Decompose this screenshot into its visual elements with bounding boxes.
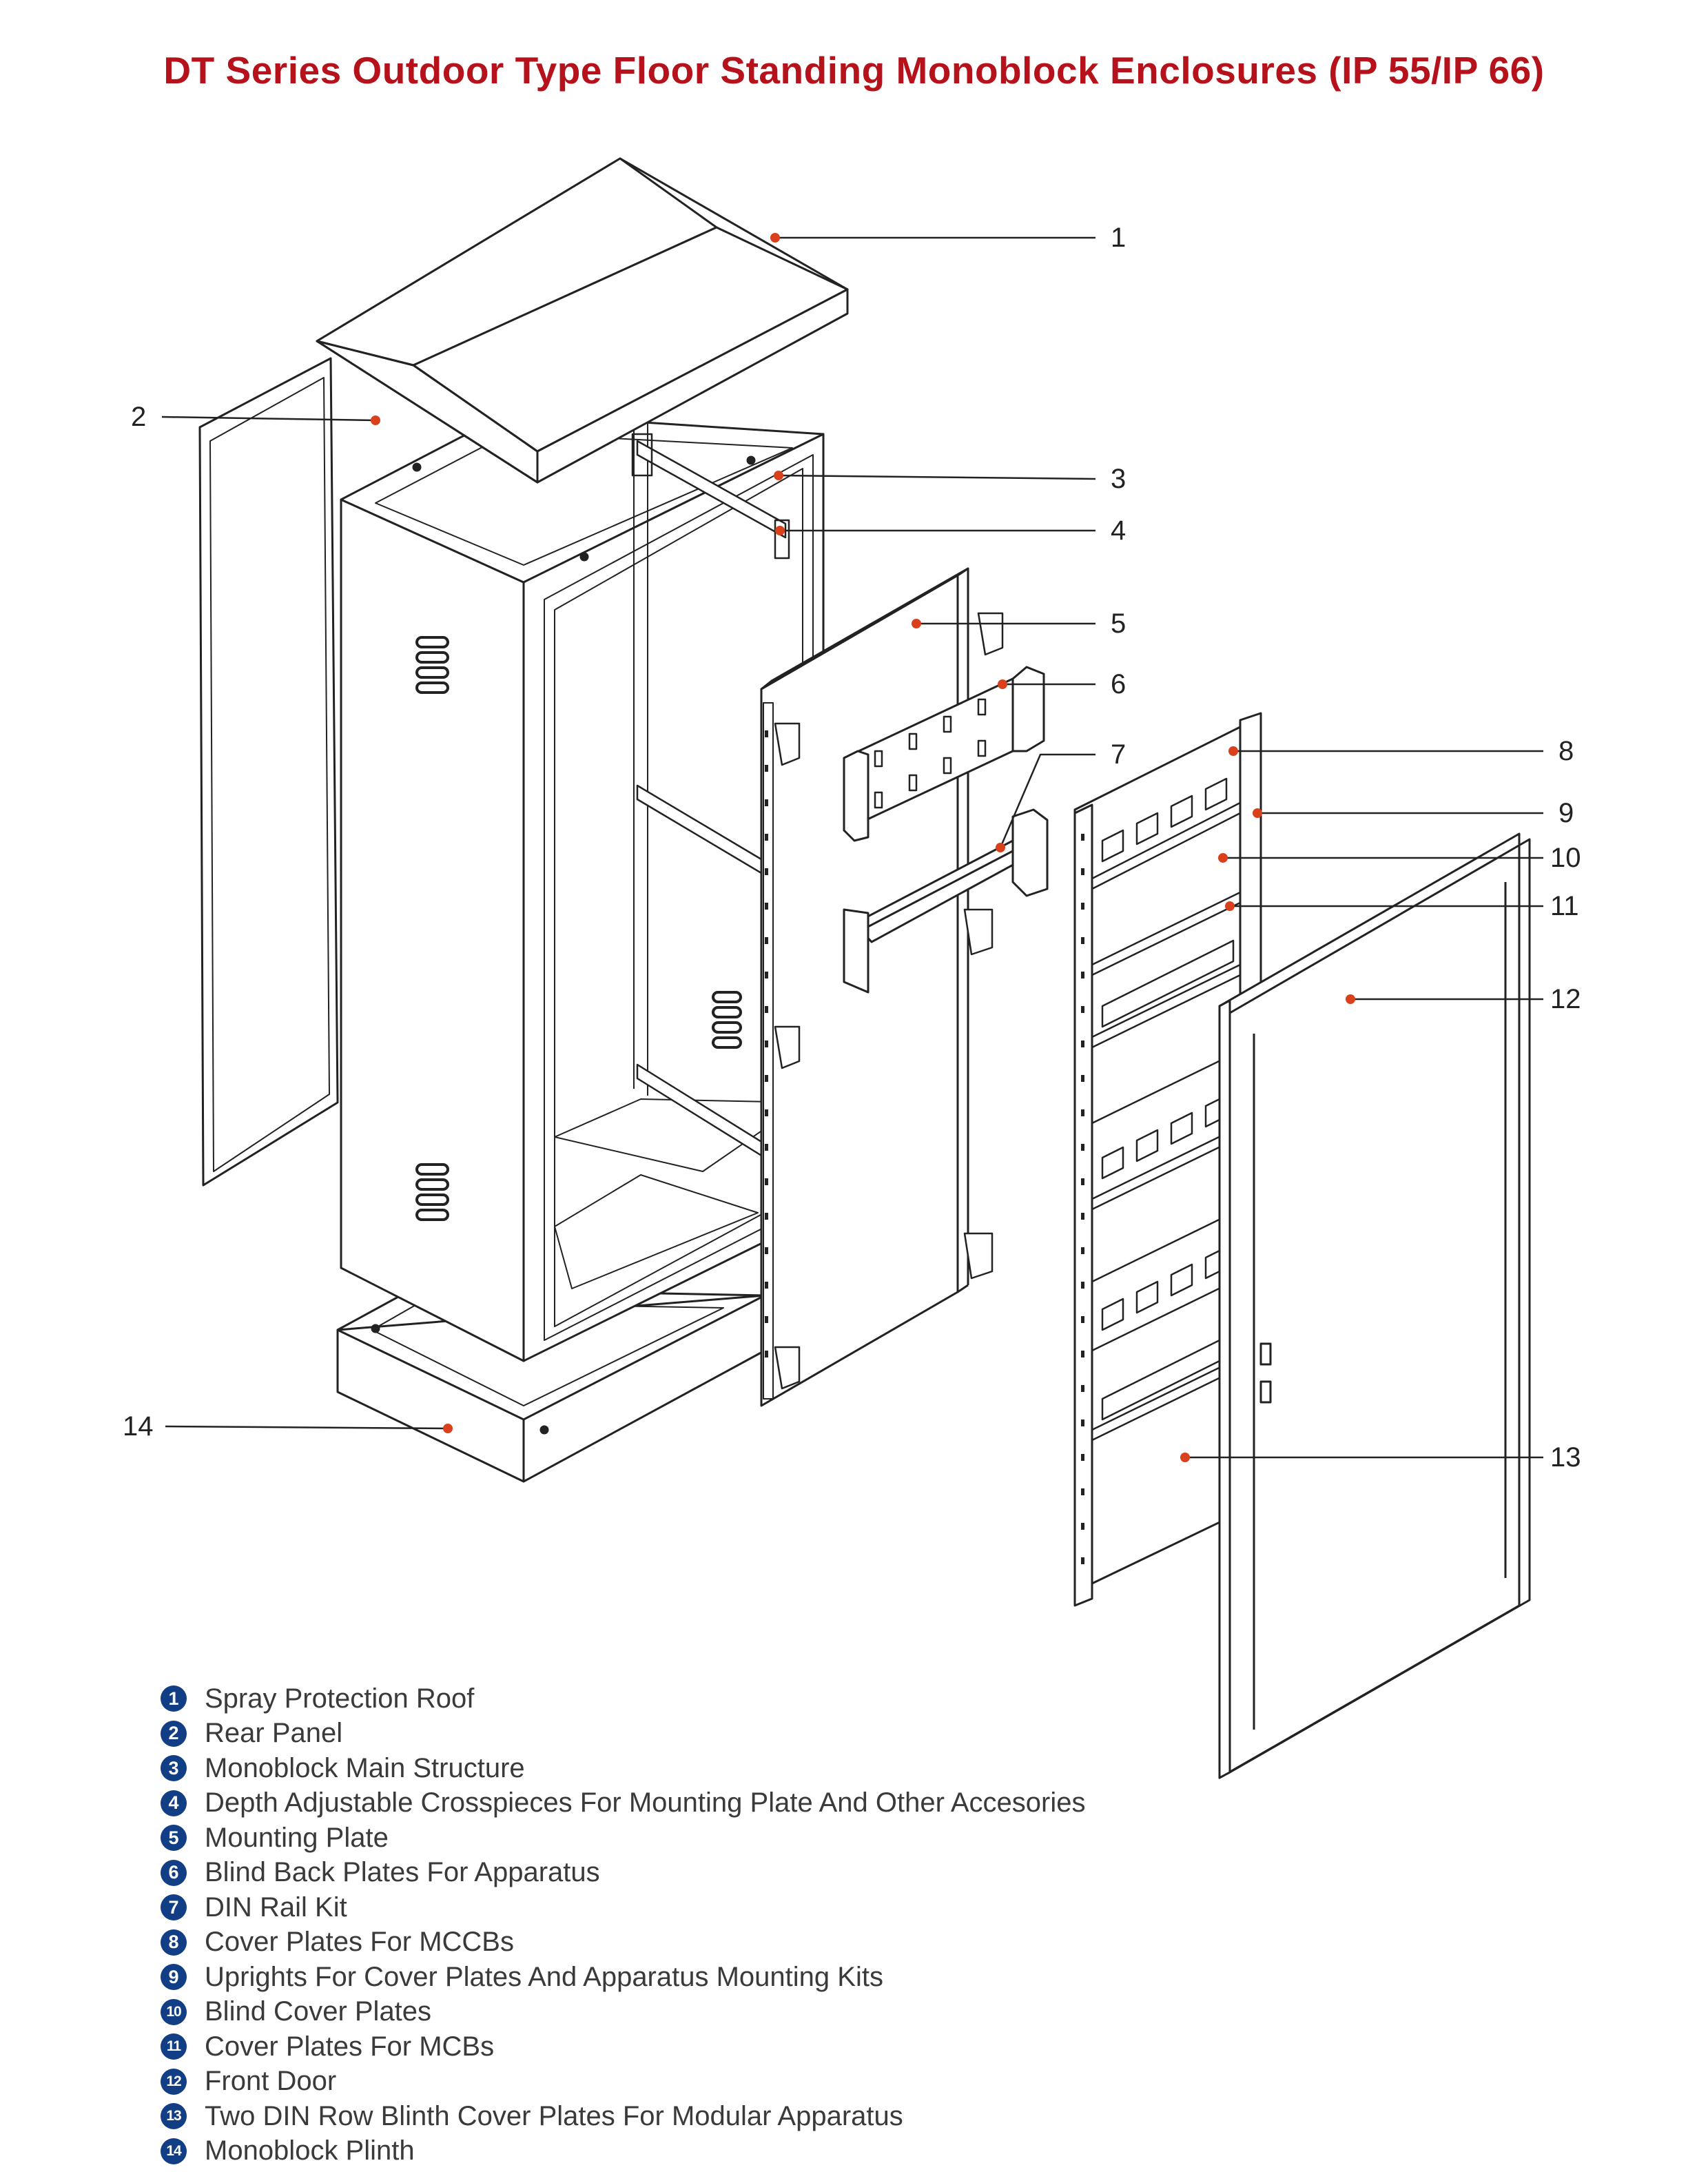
blind-back-plates: [843, 666, 1045, 842]
callout-9: 9: [1558, 798, 1574, 828]
legend-text: Mounting Plate: [205, 1822, 389, 1853]
legend-item: 5 Mounting Plate: [161, 1821, 1085, 1856]
side-vent-upper: [415, 636, 449, 694]
legend-item: 6 Blind Back Plates For Apparatus: [161, 1856, 1085, 1891]
rear-panel: [198, 357, 339, 1187]
legend-number-badge: 2: [161, 1720, 187, 1747]
legend-item: 10 Blind Cover Plates: [161, 1995, 1085, 2030]
legend-item: 8 Cover Plates For MCCBs: [161, 1925, 1085, 1960]
callout-4: 4: [1111, 515, 1126, 546]
legend-item: 4 Depth Adjustable Crosspieces For Mounti…: [161, 1786, 1085, 1821]
legend-number-badge: 11: [161, 2033, 187, 2060]
rear-vent: [712, 991, 742, 1049]
side-vent-lower: [415, 1163, 449, 1221]
callout-13: 13: [1550, 1442, 1581, 1473]
legend-number-badge: 10: [161, 1998, 187, 2025]
legend-number-badge: 7: [161, 1894, 187, 1921]
mounting-plate-brackets: [774, 612, 1004, 1390]
front-door: [1218, 832, 1531, 1779]
legend-number-badge: 4: [161, 1790, 187, 1816]
legend-number-badge: 3: [161, 1755, 187, 1782]
callout-12: 12: [1550, 984, 1581, 1014]
legend-text: DIN Rail Kit: [205, 1892, 347, 1923]
legend-text: Two DIN Row Blinth Cover Plates For Modu…: [205, 2100, 903, 2131]
legend-text: Blind Cover Plates: [205, 1996, 432, 2027]
legend-number-badge: 6: [161, 1859, 187, 1886]
legend-text: Rear Panel: [205, 1718, 343, 1749]
legend-number-badge: 13: [161, 2103, 187, 2130]
legend-text: Front Door: [205, 2066, 337, 2097]
callout-8: 8: [1558, 736, 1574, 766]
legend-text: Spray Protection Roof: [205, 1683, 475, 1714]
spray-protection-roof: [316, 157, 849, 484]
legend-number-badge: 9: [161, 1964, 187, 1991]
legend-item: 2 Rear Panel: [161, 1716, 1085, 1752]
callout-1: 1: [1111, 223, 1126, 253]
legend-item: 13 Two DIN Row Blinth Cover Plates For Mo…: [161, 2099, 1085, 2134]
legend-item: 9 Uprights For Cover Plates And Apparatus…: [161, 1960, 1085, 1995]
legend-text: Depth Adjustable Crosspieces For Mountin…: [205, 1787, 1086, 1818]
din-rail-kit: [843, 808, 1049, 994]
legend-text: Monoblock Main Structure: [205, 1752, 525, 1783]
legend-number-badge: 12: [161, 2068, 187, 2095]
monoblock-main-structure: [340, 412, 825, 1362]
callout-lines: [161, 236, 1543, 1459]
uprights-and-cover-plates: [765, 712, 1262, 1607]
callout-dots: [371, 233, 1355, 1462]
callout-6: 6: [1111, 669, 1126, 699]
legend-text: Monoblock Plinth: [205, 2135, 415, 2166]
callout-2: 2: [131, 402, 147, 432]
legend-number-badge: 14: [161, 2138, 187, 2164]
legend-item: 7 DIN Rail Kit: [161, 1890, 1085, 1925]
upright-holes: [765, 730, 1084, 1564]
legend-item: 14 Monoblock Plinth: [161, 2134, 1085, 2169]
legend-number-badge: 1: [161, 1685, 187, 1712]
legend-item: 11 Cover Plates For MCBs: [161, 2029, 1085, 2064]
legend-text: Uprights For Cover Plates And Apparatus …: [205, 1961, 883, 1992]
callout-7: 7: [1111, 739, 1126, 770]
legend-text: Cover Plates For MCBs: [205, 2031, 495, 2062]
page-title: DT Series Outdoor Type Floor Standing Mo…: [163, 49, 1545, 92]
legend-item: 1 Spray Protection Roof: [161, 1681, 1085, 1716]
legend-number-badge: 8: [161, 1929, 187, 1956]
mounting-plate: [760, 567, 1004, 1407]
legend-number-badge: 5: [161, 1825, 187, 1852]
callout-11: 11: [1550, 891, 1579, 921]
callout-5: 5: [1111, 608, 1126, 639]
legend-text: Blind Back Plates For Apparatus: [205, 1857, 600, 1888]
callout-3: 3: [1111, 464, 1126, 494]
callout-10: 10: [1550, 843, 1581, 873]
callout-14: 14: [123, 1411, 154, 1442]
legend-text: Cover Plates For MCCBs: [205, 1927, 514, 1958]
legend-item: 3 Monoblock Main Structure: [161, 1751, 1085, 1786]
legend-item: 12 Front Door: [161, 2064, 1085, 2100]
